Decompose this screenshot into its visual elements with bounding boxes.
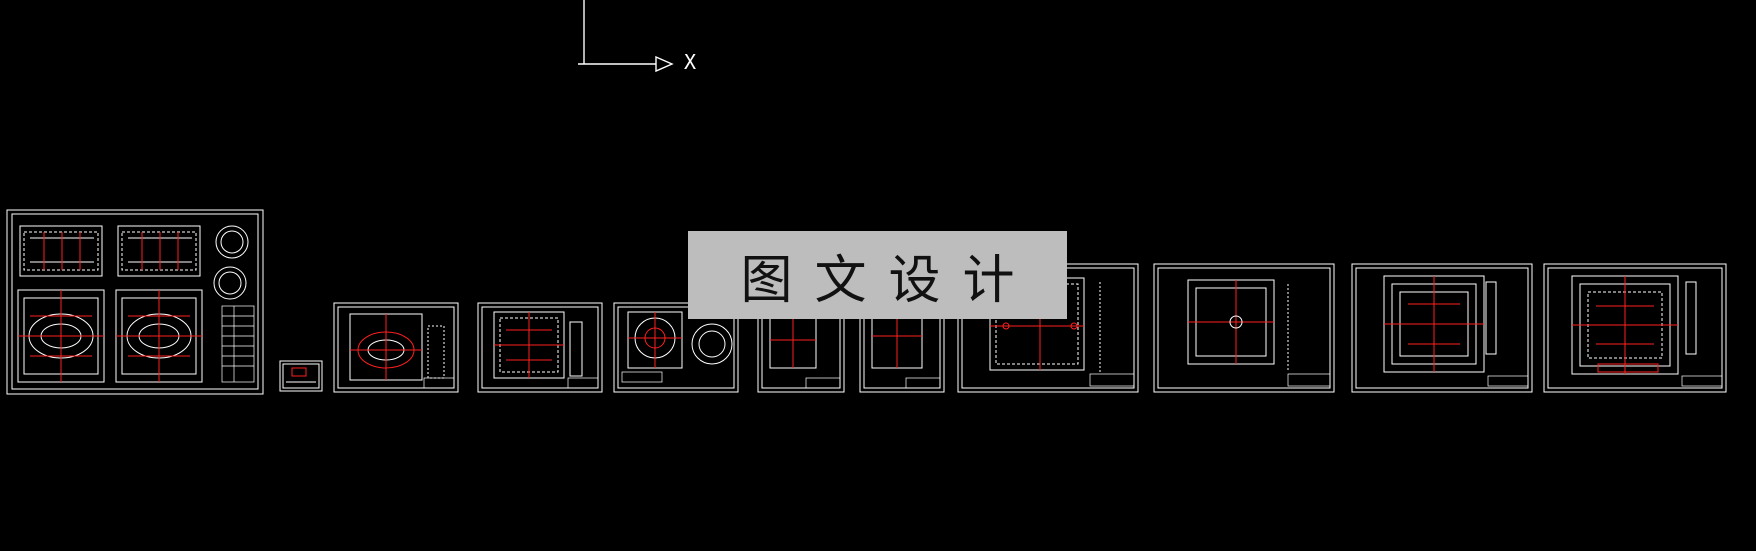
plan-view-left	[17, 289, 105, 383]
drawing-sheet-2[interactable]	[279, 360, 323, 392]
ucs-x-axis-label: X	[684, 50, 697, 74]
section-view-top-right	[117, 225, 201, 277]
drawing-sheet-4[interactable]	[477, 302, 603, 393]
drawing-sheet-3[interactable]	[333, 302, 459, 393]
drawing-sheet-10[interactable]	[1351, 263, 1533, 393]
section-view-top-left	[19, 225, 103, 277]
drawing-sheet-9[interactable]	[1153, 263, 1335, 393]
ring-detail	[213, 225, 249, 300]
watermark-text: 图文设计	[740, 250, 1037, 311]
watermark-banner: 图文设计	[688, 231, 1067, 319]
plan-view-right	[115, 289, 203, 383]
drawing-sheet-5[interactable]	[613, 302, 739, 393]
bill-of-materials	[221, 305, 255, 383]
ucs-icon	[578, 0, 674, 73]
drawing-sheet-11[interactable]	[1543, 263, 1727, 393]
drawing-sheet-1[interactable]	[6, 209, 264, 395]
